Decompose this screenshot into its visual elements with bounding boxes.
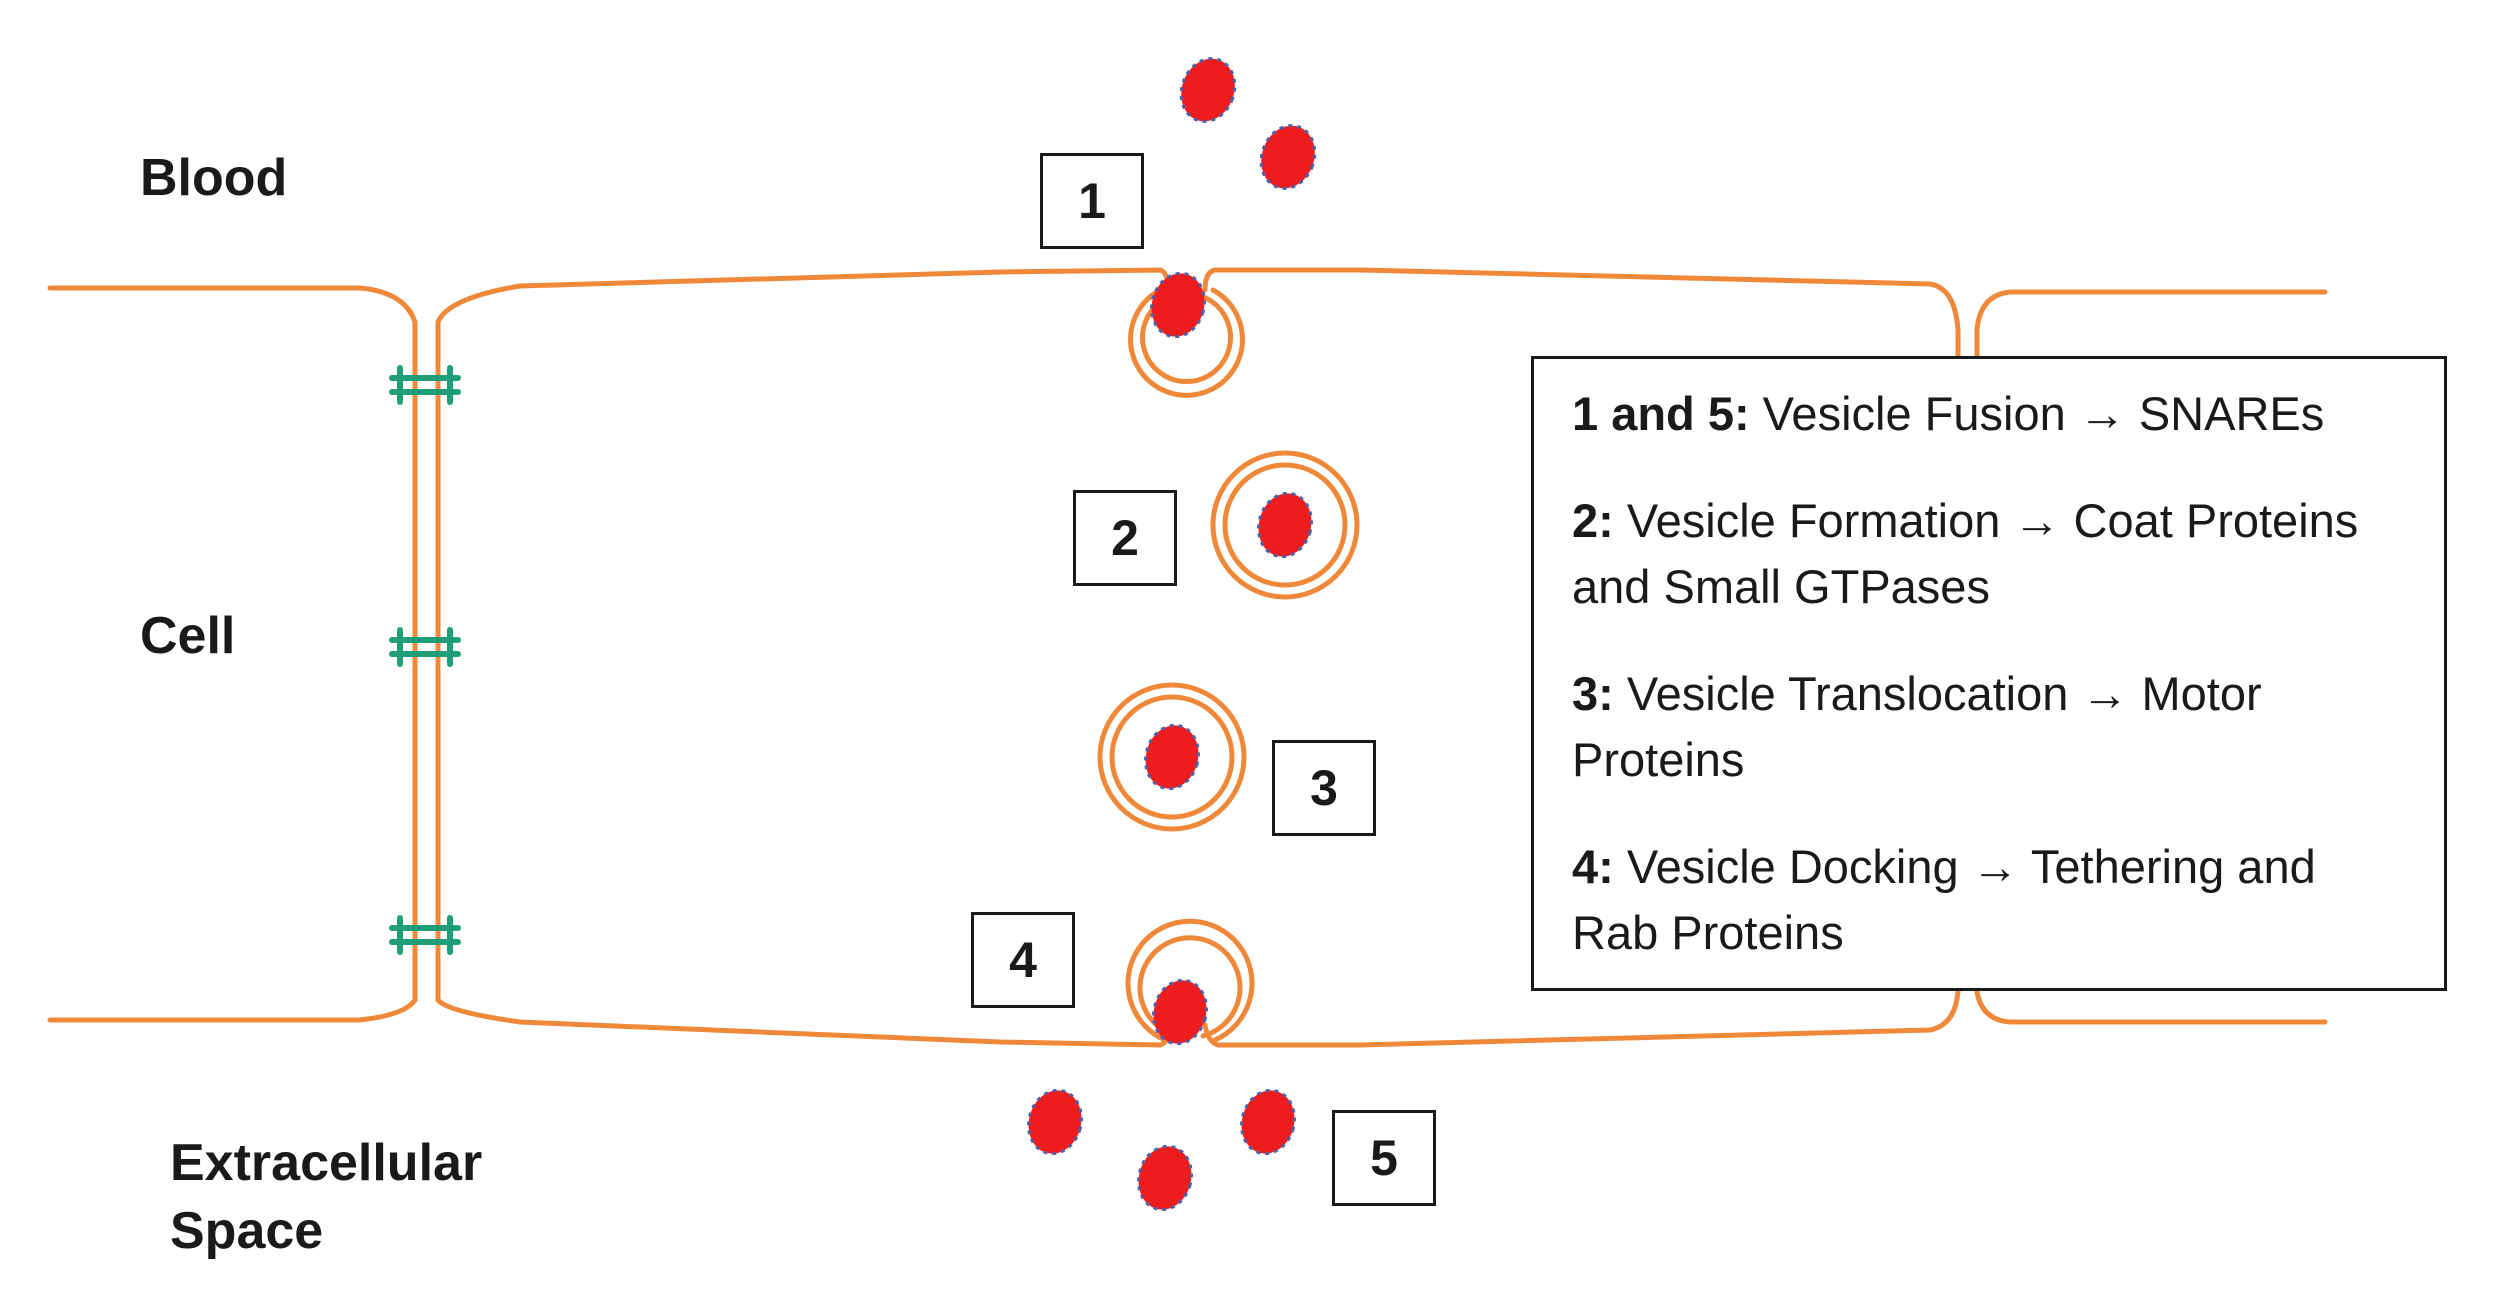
vesicle-3-outer xyxy=(1097,682,1247,832)
legend-entry-docking: 4: Vesicle Docking → Tethering and Rab P… xyxy=(1572,834,2414,966)
apical-membrane-left xyxy=(47,285,418,1003)
legend-key: 3: xyxy=(1572,667,1614,720)
vesicle-1-membrane xyxy=(1128,287,1245,398)
apical-membrane-cell xyxy=(435,267,1171,1003)
vesicle-1-membrane-inner xyxy=(1140,293,1233,384)
basal-membrane-left xyxy=(47,997,418,1023)
vesicle-2-outer xyxy=(1210,450,1360,600)
legend-key: 2: xyxy=(1572,494,1614,547)
step-box-1: 1 xyxy=(1040,153,1144,249)
legend-key: 1 and 5: xyxy=(1572,387,1750,440)
legend-text: Vesicle Fusion → SNAREs xyxy=(1762,387,2325,440)
cargo-extracellular-3 xyxy=(1137,1144,1193,1212)
legend-text: Vesicle Translocation → Motor Proteins xyxy=(1572,667,2262,786)
legend-entry-formation: 2: Vesicle Formation → Coat Proteins and… xyxy=(1572,488,2414,620)
legend-text: Vesicle Docking → Tethering and Rab Prot… xyxy=(1572,840,2316,959)
region-label-blood: Blood xyxy=(140,149,288,207)
tight-junction-3 xyxy=(389,915,461,955)
vesicle-4-membrane-inner xyxy=(1137,935,1243,1039)
basal-membrane-right xyxy=(1202,989,1961,1048)
tight-junction-1 xyxy=(389,365,461,405)
legend-entry-translocation: 3: Vesicle Translocation → Motor Protein… xyxy=(1572,661,2414,793)
right-junction-membrane xyxy=(1955,327,1980,359)
legend-box: 1 and 5: Vesicle Fusion → SNAREs 2: Vesi… xyxy=(1531,356,2447,991)
cargo-vesicle-2 xyxy=(1257,491,1313,559)
legend-key: 4: xyxy=(1572,840,1614,893)
apical-membrane-far-right xyxy=(1974,289,2328,333)
step-box-4: 4 xyxy=(971,912,1075,1008)
step-box-3: 3 xyxy=(1272,740,1376,836)
cargo-vesicle-3 xyxy=(1144,723,1200,791)
apical-membrane-right xyxy=(1202,267,1961,333)
step-box-5: 5 xyxy=(1332,1110,1436,1206)
region-label-extracellular-line2: Space xyxy=(170,1201,324,1260)
cargo-vesicle-4 xyxy=(1152,978,1208,1046)
vesicle-4-membrane xyxy=(1125,918,1255,1043)
tight-junction-2 xyxy=(389,627,461,667)
basal-membrane-far-right xyxy=(1974,989,2328,1025)
cargo-blood-2 xyxy=(1259,124,1317,190)
region-label-cell: Cell xyxy=(140,607,236,665)
vesicle-3-inner xyxy=(1109,694,1235,820)
cargo-vesicle-1 xyxy=(1150,271,1206,339)
cargo-extracellular-1 xyxy=(1027,1088,1083,1156)
region-label-extracellular-line1: Extracellular xyxy=(170,1134,483,1192)
vesicle-2-inner xyxy=(1222,462,1348,588)
region-label-extracellular: Extracellular Space xyxy=(170,1130,482,1265)
legend-entry-fusion: 1 and 5: Vesicle Fusion → SNAREs xyxy=(1572,381,2414,447)
step-box-2: 2 xyxy=(1073,490,1177,586)
legend-text: Vesicle Formation → Coat Proteins and Sm… xyxy=(1572,494,2359,613)
cargo-extracellular-2 xyxy=(1240,1088,1296,1156)
cargo-blood-1 xyxy=(1179,57,1237,123)
